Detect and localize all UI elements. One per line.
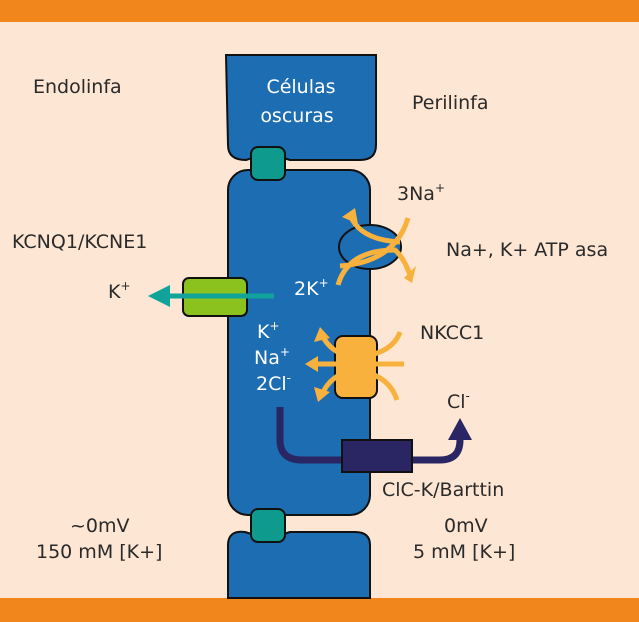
atpase-label: Na+, K+ ATP asa: [446, 239, 608, 261]
lower-dark-cell: [227, 530, 371, 599]
peri-potential: 0mV: [444, 515, 488, 537]
nkcc-arrow-bottom: [319, 367, 400, 401]
arrowhead: [314, 387, 330, 402]
k-efflux-arrowhead: [148, 285, 170, 307]
dark-cells-label-2: oscuras: [260, 105, 333, 127]
nkcc-label: NKCC1: [420, 322, 484, 344]
endolymph-label: Endolinfa: [33, 76, 122, 98]
cl-out-label: Cl-: [447, 389, 470, 413]
cl-arrowhead: [448, 418, 472, 440]
endo-concentration: 150 mM [K+]: [36, 541, 162, 563]
2k-label: 2K+: [294, 276, 329, 300]
dark-cells-label-1: Células: [266, 76, 335, 98]
nkcc-arrow-top: [319, 330, 403, 361]
k-influx-arrow: [335, 247, 413, 286]
clck-barttin-channel: [341, 439, 413, 473]
top-frame-bar: [0, 0, 639, 22]
k-in-label: K+: [257, 319, 280, 343]
k-out-label: K+: [108, 279, 131, 303]
arrowhead: [314, 327, 330, 342]
arrowhead: [404, 266, 416, 283]
endo-potential: ~0mV: [70, 515, 130, 537]
tight-junction-top: [250, 146, 286, 181]
bottom-frame-bar: [0, 598, 639, 622]
arrowhead: [342, 208, 358, 224]
kcnq-label: KCNQ1/KCNE1: [12, 231, 147, 253]
perilymph-label: Perilinfa: [412, 92, 489, 114]
nkcc1-cotransporter: [334, 335, 378, 399]
tight-junction-bottom: [250, 508, 286, 543]
clck-label: ClC-K/Barttin: [382, 479, 504, 501]
3na-label: 3Na+: [397, 181, 445, 205]
peri-concentration: 5 mM [K+]: [413, 541, 515, 563]
2cl-label: 2Cl-: [256, 371, 291, 395]
na-in-label: Na+: [254, 345, 290, 369]
arrowhead: [305, 356, 318, 372]
